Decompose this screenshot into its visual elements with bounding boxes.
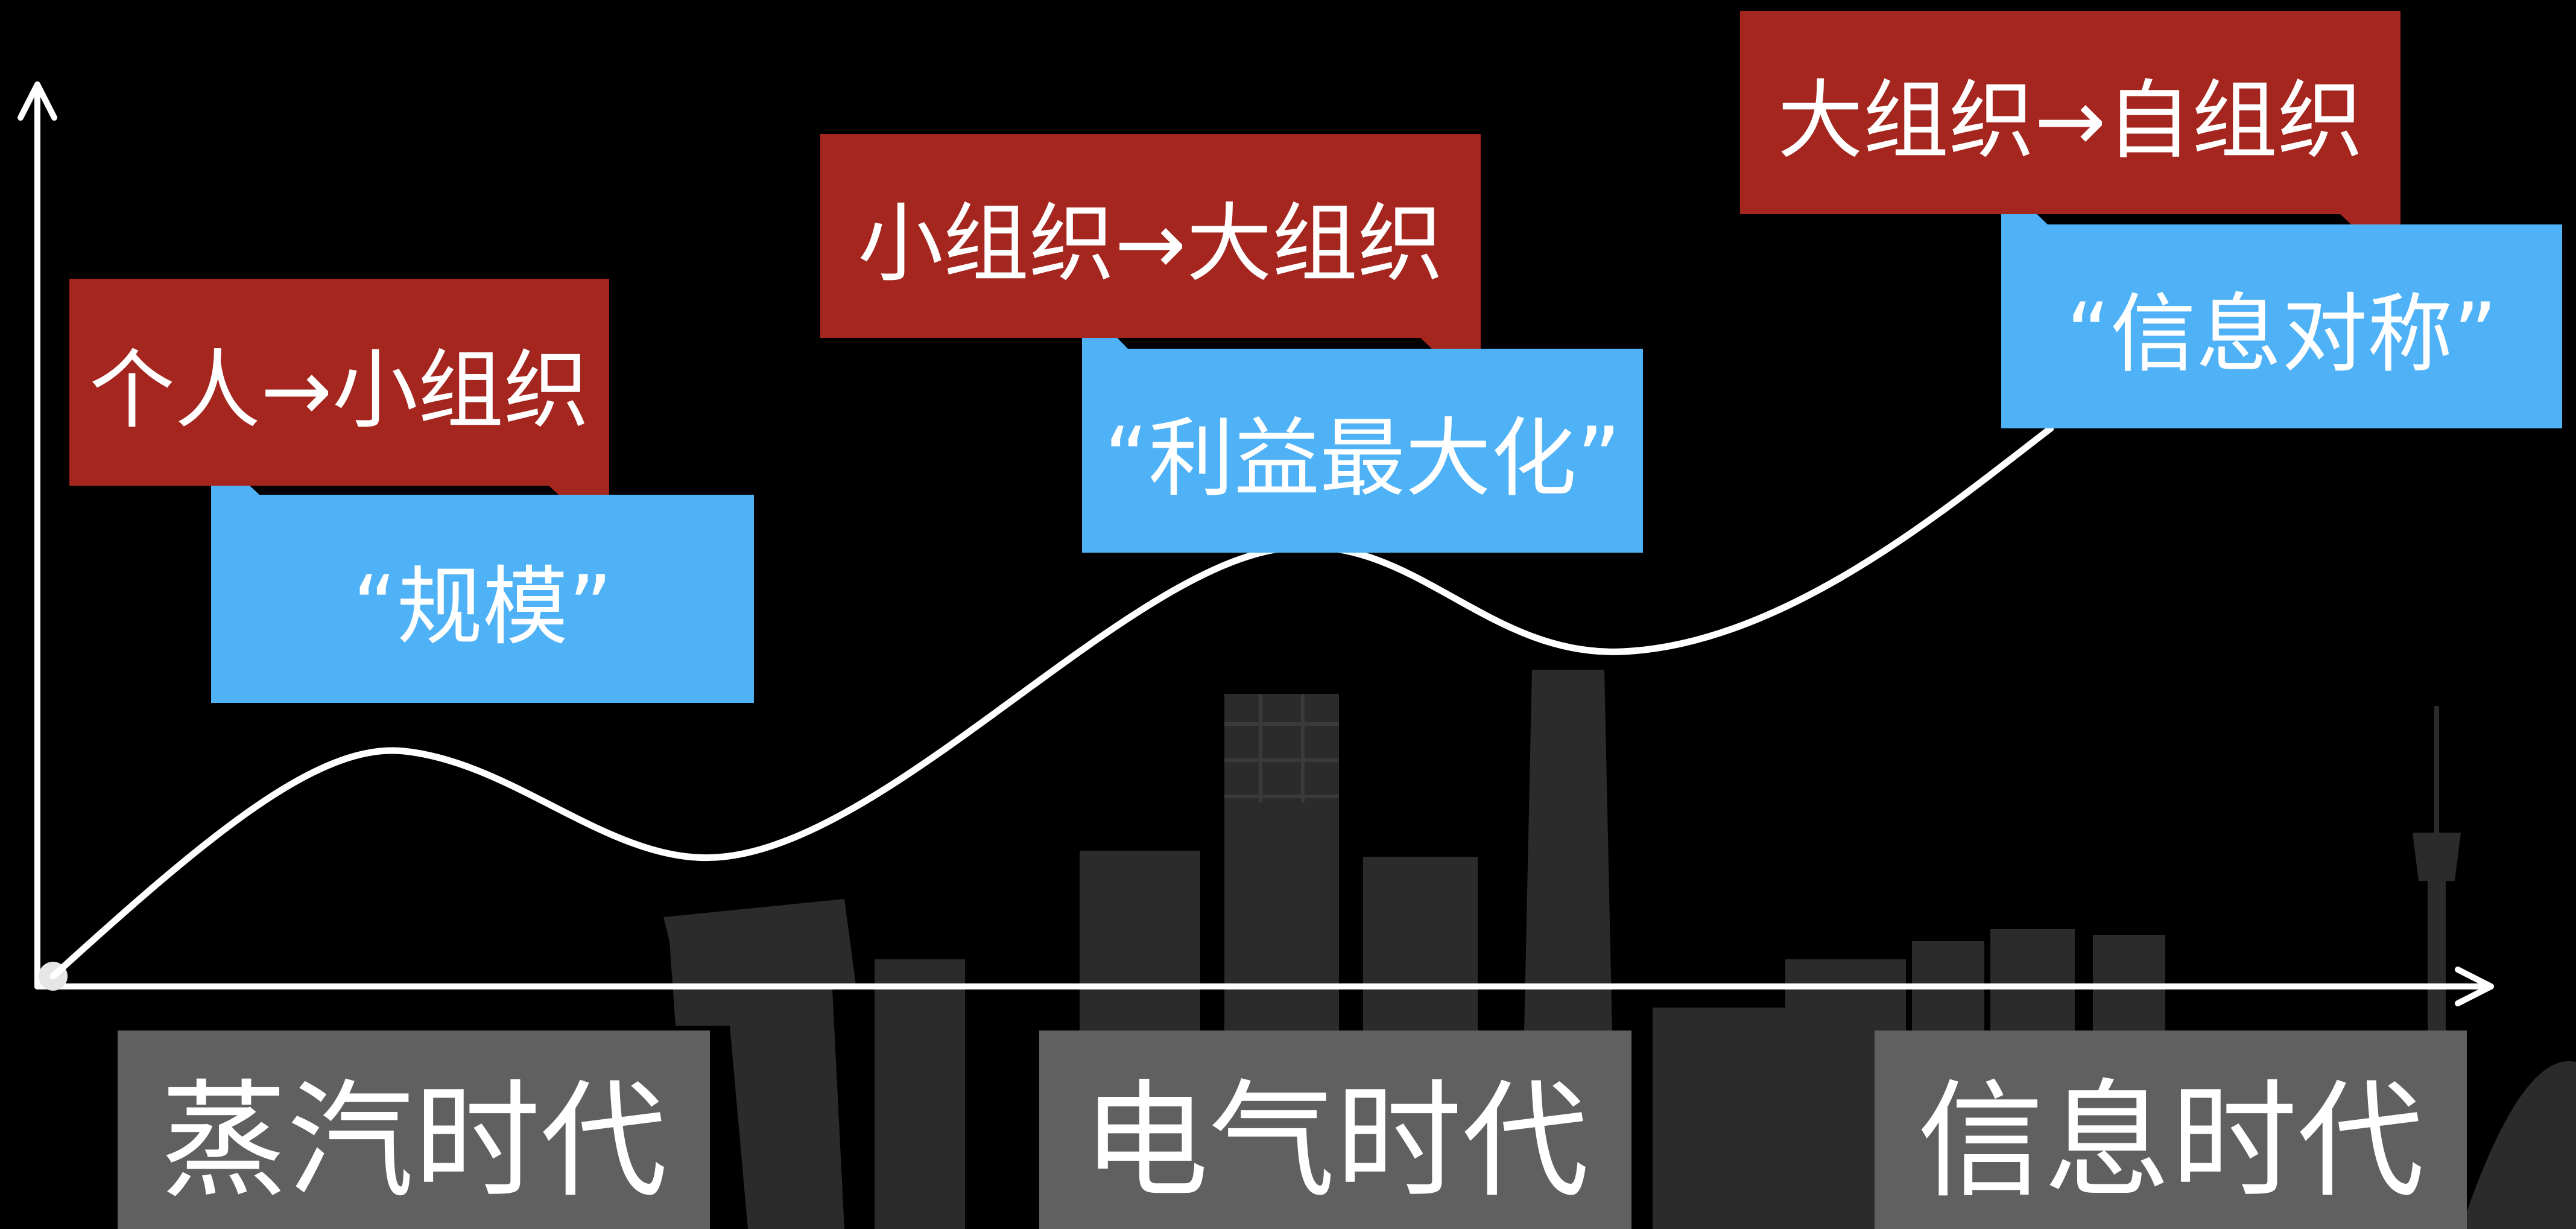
x-axis-arrowhead [2455, 967, 2494, 1006]
development-curve [49, 425, 2054, 980]
era-label: 信息时代 [1875, 1031, 2467, 1229]
keyword-label-text: “信息对称” [2066, 285, 2498, 384]
era-label: 蒸汽时代 [118, 1031, 710, 1229]
axes [17, 81, 2494, 1006]
transition-label-text: 个人→小组织 [89, 340, 589, 440]
transition-label: 个人→小组织 [69, 279, 609, 486]
y-axis-arrowhead [17, 81, 57, 121]
keyword-label-text: “规模” [352, 557, 613, 657]
transition-label: 大组织→自组织 [1740, 11, 2400, 214]
keyword-label: “规模” [211, 495, 754, 703]
keyword-label: “利益最大化” [1082, 349, 1643, 553]
era-label-text: 电气时代 [1081, 1067, 1589, 1215]
keyword-label-text: “利益最大化” [1104, 409, 1621, 509]
era-label-text: 信息时代 [1917, 1067, 2424, 1215]
keyword-label: “信息对称” [2001, 224, 2562, 428]
transition-label-text: 小组织→大组织 [858, 194, 1443, 294]
transition-label: 小组织→大组织 [820, 134, 1481, 338]
transition-label-text: 大组织→自组织 [1777, 71, 2363, 171]
era-label-text: 蒸汽时代 [160, 1067, 667, 1215]
era-label: 电气时代 [1039, 1031, 1631, 1229]
